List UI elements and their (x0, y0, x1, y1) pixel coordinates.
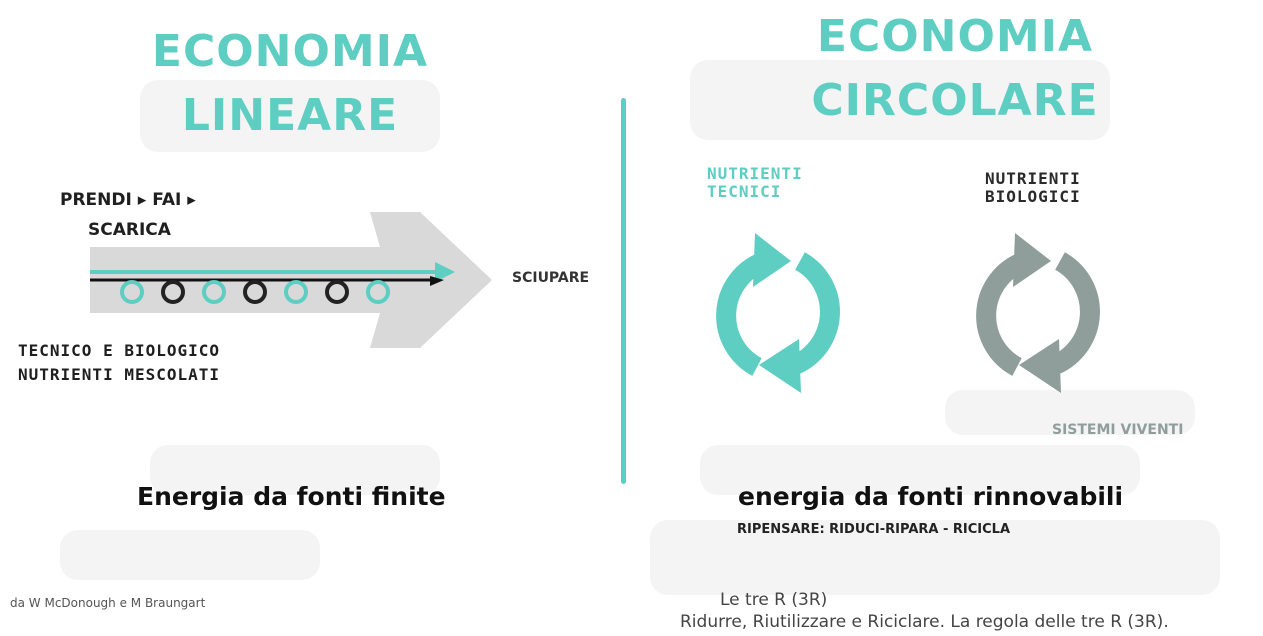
linear-energy: Energia da fonti finite (137, 482, 446, 511)
process-label: PRENDI ▸ FAI ▸ SCARICA (60, 190, 196, 240)
mixed-nutrient-circles (120, 280, 390, 304)
cycle-arc-left (976, 253, 1025, 376)
credit-note: da W McDonough e M Braungart (10, 596, 206, 610)
section-divider (621, 98, 626, 484)
biological-nutrients-line2: BIOLOGICI (985, 186, 1081, 206)
cycle-arc-right (1050, 252, 1100, 375)
technical-nutrients-line2: TECNICI (707, 181, 782, 201)
circular-title: ECONOMIA CIRCOLARE (790, 15, 1120, 123)
background-panel (60, 530, 320, 580)
background-panel (650, 520, 1220, 595)
linear-title-line2: LINEARE (181, 90, 399, 141)
mixed-nutrients-line2: NUTRIENTI MESCOLATI (18, 364, 221, 384)
nutrient-circle (366, 280, 390, 304)
waste-label: SCIUPARE (512, 270, 590, 286)
technical-nutrients-label: NUTRIENTI TECNICI (707, 165, 803, 200)
teal-arrowhead (435, 262, 455, 282)
nutrient-circle (120, 280, 144, 304)
background-panel (140, 80, 440, 152)
background-panel (690, 60, 1110, 140)
circular-energy: energia da fonti rinnovabili (738, 482, 1124, 511)
technical-cycle-icon (716, 233, 840, 393)
process-label-line2: SCARICA (88, 220, 171, 240)
technical-nutrients-line1: NUTRIENTI (707, 164, 803, 183)
three-r-text: Ridurre, Riutilizzare e Riciclare. La re… (680, 612, 1169, 632)
cycle-arc-left (716, 253, 765, 376)
cycle-arrowhead-top (753, 233, 791, 287)
background-panel (700, 445, 1140, 495)
cycle-arrowhead-bottom (1019, 339, 1061, 393)
rethink-label: RIPENSARE: RIDUCI-RIPARA - RICICLA (737, 522, 1011, 537)
cycle-arrowhead-bottom (759, 339, 801, 393)
background-panel (945, 390, 1195, 435)
living-systems-label: SISTEMI VIVENTI (1052, 422, 1184, 438)
nutrient-circle (161, 280, 185, 304)
process-label-line1: PRENDI ▸ FAI ▸ (60, 190, 196, 210)
linear-title-line1: ECONOMIA (151, 26, 429, 77)
nutrient-circle (202, 280, 226, 304)
circular-title-line2: CIRCOLARE (811, 75, 1099, 126)
biological-nutrients-label: NUTRIENTI BIOLOGICI (985, 170, 1081, 205)
linear-arrow-diagram (90, 212, 492, 348)
cycle-arc-right (790, 252, 840, 375)
cycle-arrowhead-top (1013, 233, 1051, 287)
background-panel (150, 445, 440, 495)
linear-title: ECONOMIA LINEARE (130, 30, 450, 138)
nutrient-circle (325, 280, 349, 304)
mixed-nutrients-label: TECNICO E BIOLOGICO NUTRIENTI MESCOLATI (18, 342, 220, 383)
nutrient-circle (243, 280, 267, 304)
nutrient-circle (284, 280, 308, 304)
biological-cycle-icon (976, 233, 1100, 393)
three-r-title: Le tre R (3R) (720, 590, 828, 610)
black-arrowhead (430, 276, 444, 286)
circular-title-line1: ECONOMIA (816, 11, 1094, 62)
mixed-nutrients-line1: TECNICO E BIOLOGICO (18, 341, 221, 360)
biological-nutrients-line1: NUTRIENTI (985, 169, 1081, 188)
